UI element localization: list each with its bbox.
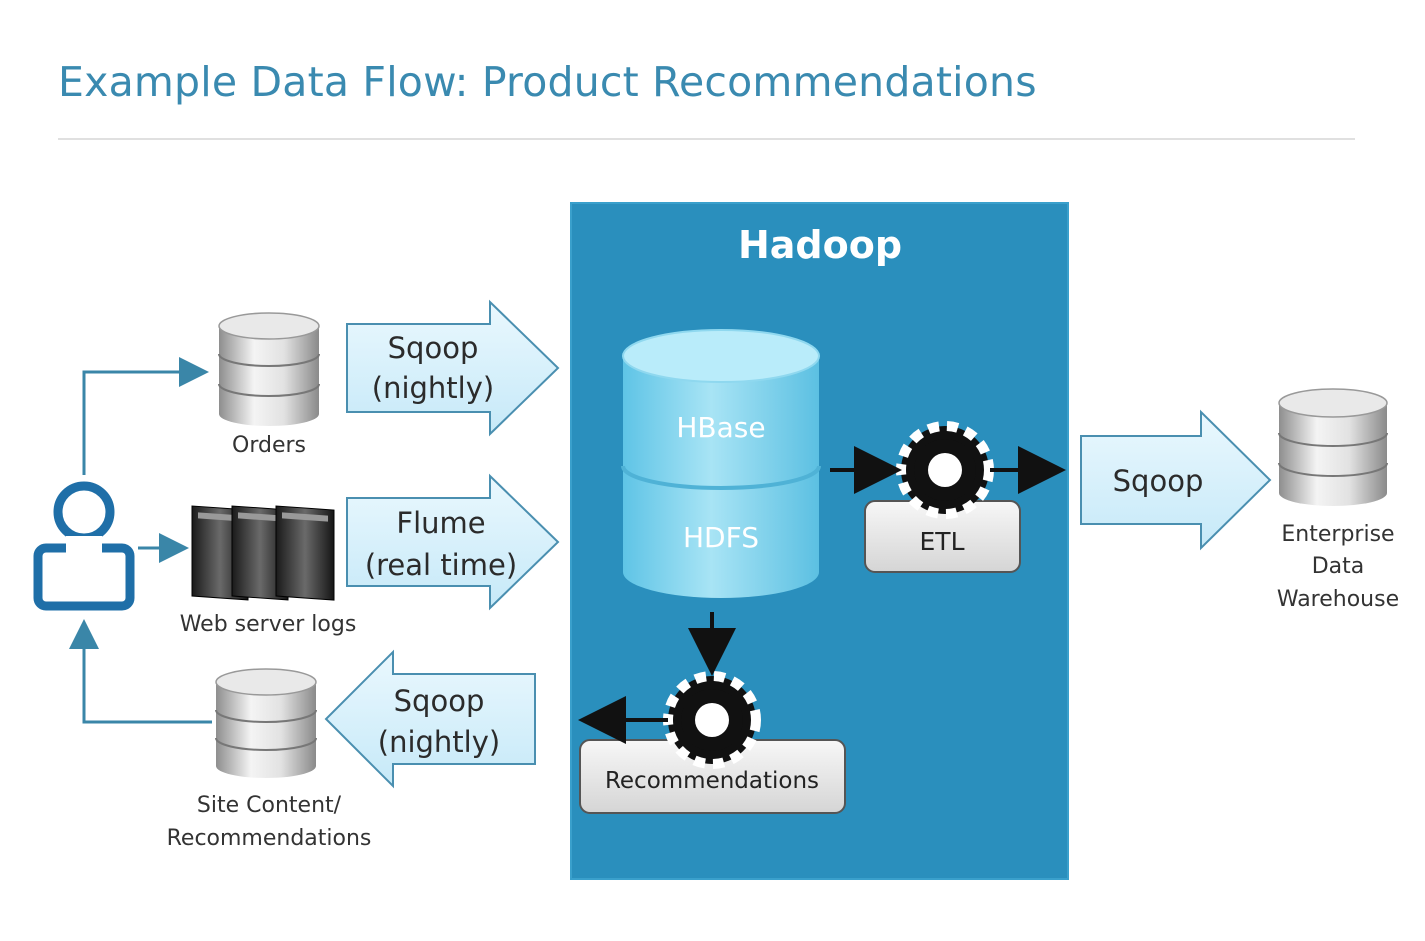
flume-logs-line1: Flume	[396, 506, 485, 540]
title-divider	[58, 138, 1355, 140]
site-content-label-line2: Recommendations	[167, 826, 372, 851]
orders-database-icon	[218, 312, 320, 426]
hadoop-title: Hadoop	[738, 223, 902, 267]
sqoop-orders-line2: (nightly)	[372, 371, 494, 405]
sqoop-site-line2: (nightly)	[378, 725, 500, 759]
hdfs-label: HDFS	[683, 521, 759, 554]
site-content-database-icon	[215, 668, 317, 778]
warehouse-database-icon	[1278, 388, 1388, 506]
sqoop-orders-arrow: Sqoop (nightly)	[346, 299, 560, 437]
sqoop-site-arrow: Sqoop (nightly)	[324, 649, 536, 789]
recommendations-gear-icon	[663, 671, 761, 769]
user-to-orders-connector	[82, 357, 209, 475]
sqoop-orders-line1: Sqoop	[388, 331, 479, 365]
flume-logs-arrow: Flume (real time)	[346, 473, 560, 611]
server-icon	[191, 505, 335, 601]
hbase-hdfs-cylinder: HBase HDFS	[621, 329, 821, 598]
etl-gear-icon	[896, 421, 994, 519]
sqoop-edw-line1: Sqoop	[1113, 464, 1204, 498]
orders-label: Orders	[232, 433, 306, 458]
site-content-label-line1: Site Content/	[197, 793, 342, 818]
warehouse-label-line3: Warehouse	[1277, 587, 1399, 612]
site-to-user-connector	[69, 619, 212, 724]
user-icon	[33, 481, 135, 611]
warehouse-label-line2: Data	[1312, 554, 1365, 579]
sqoop-site-line1: Sqoop	[394, 684, 485, 718]
warehouse-label-line1: Enterprise	[1281, 522, 1394, 547]
page-title: Example Data Flow: Product Recommendatio…	[58, 58, 1037, 106]
sqoop-edw-arrow: Sqoop	[1080, 409, 1272, 551]
etl-label: ETL	[920, 527, 965, 556]
web-logs-label: Web server logs	[180, 612, 357, 637]
flume-logs-line2: (real time)	[365, 548, 517, 582]
hbase-label: HBase	[676, 411, 765, 444]
recommendations-label: Recommendations	[605, 768, 819, 794]
